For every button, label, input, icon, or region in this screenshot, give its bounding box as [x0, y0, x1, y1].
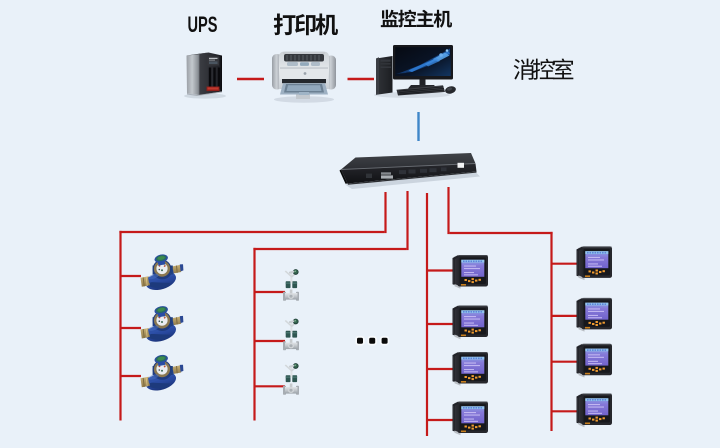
svg-text:UPS: UPS [188, 12, 218, 37]
